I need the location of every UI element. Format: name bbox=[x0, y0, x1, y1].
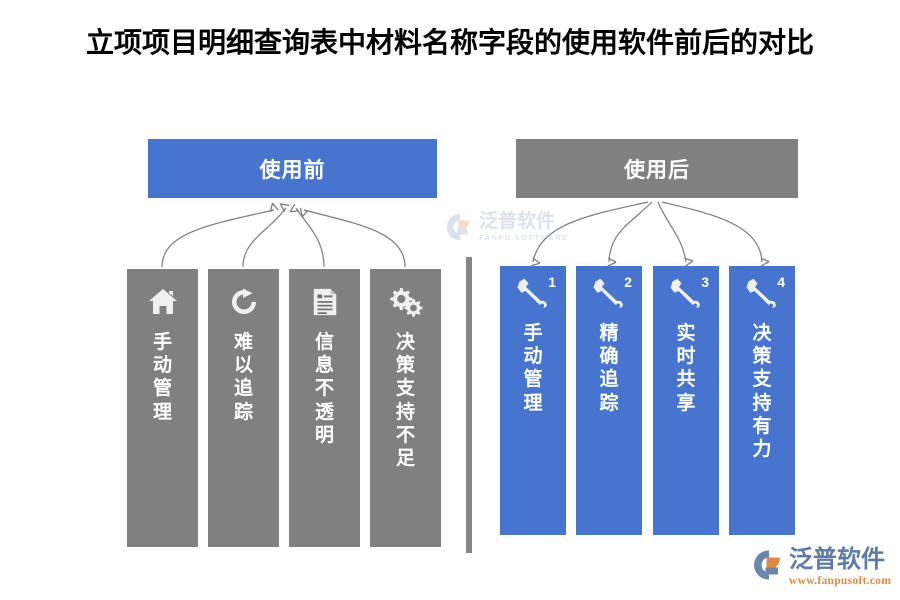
after-card-number: 3 bbox=[701, 274, 709, 290]
brand-logo-icon bbox=[754, 550, 780, 580]
panel-divider bbox=[466, 257, 472, 553]
before-panel-header: 使用前 bbox=[148, 139, 437, 198]
after-card-number: 4 bbox=[777, 274, 785, 290]
brand-logo-cn-text: 泛普软件 bbox=[789, 546, 885, 573]
after-card[interactable]: 4 决策支持有力 bbox=[729, 266, 795, 535]
before-card-label: 难以追踪 bbox=[233, 332, 253, 423]
before-card[interactable]: 信息不透明 bbox=[289, 269, 360, 547]
wrench-icon: 4 bbox=[740, 274, 785, 308]
after-card-label: 精确追踪 bbox=[599, 323, 619, 414]
brand-logo: 泛普软件 www.fanpusoft.com bbox=[752, 548, 892, 592]
before-panel-header-label: 使用前 bbox=[259, 158, 326, 182]
page-title: 立项项目明细查询表中材料名称字段的使用软件前后的对比 bbox=[85, 27, 814, 58]
before-card[interactable]: 难以追踪 bbox=[208, 269, 279, 547]
watermark-en-text: FANPU SOFTWARE bbox=[479, 233, 569, 242]
after-card[interactable]: 2 精确追踪 bbox=[576, 266, 642, 535]
watermark-cn-text: 泛普软件 bbox=[479, 211, 556, 232]
before-card[interactable]: 手动管理 bbox=[127, 269, 198, 547]
watermark: 泛普软件 FANPU SOFTWARE bbox=[445, 212, 575, 256]
gears-icon bbox=[389, 285, 423, 319]
after-card-label: 手动管理 bbox=[523, 323, 543, 414]
wrench-icon: 2 bbox=[587, 274, 632, 308]
watermark-logo-icon bbox=[446, 213, 470, 241]
after-card[interactable]: 1 手动管理 bbox=[500, 266, 566, 535]
home-icon bbox=[146, 285, 180, 319]
before-card-label: 决策支持不足 bbox=[395, 332, 415, 469]
after-card-label: 决策支持有力 bbox=[752, 323, 772, 460]
after-panel-header-label: 使用后 bbox=[624, 158, 690, 182]
wrench-icon: 1 bbox=[511, 274, 556, 308]
document-icon bbox=[308, 285, 342, 319]
after-panel-header: 使用后 bbox=[516, 139, 798, 198]
before-card-label: 手动管理 bbox=[152, 332, 172, 423]
refresh-icon bbox=[227, 285, 261, 319]
before-card-label: 信息不透明 bbox=[314, 332, 334, 446]
after-card-number: 2 bbox=[624, 274, 632, 290]
after-card[interactable]: 3 实时共享 bbox=[653, 266, 719, 535]
before-card[interactable]: 决策支持不足 bbox=[370, 269, 441, 547]
brand-logo-url-text: www.fanpusoft.com bbox=[789, 575, 892, 587]
wrench-icon: 3 bbox=[664, 274, 709, 308]
after-card-number: 1 bbox=[548, 274, 556, 290]
after-card-label: 实时共享 bbox=[676, 323, 696, 414]
